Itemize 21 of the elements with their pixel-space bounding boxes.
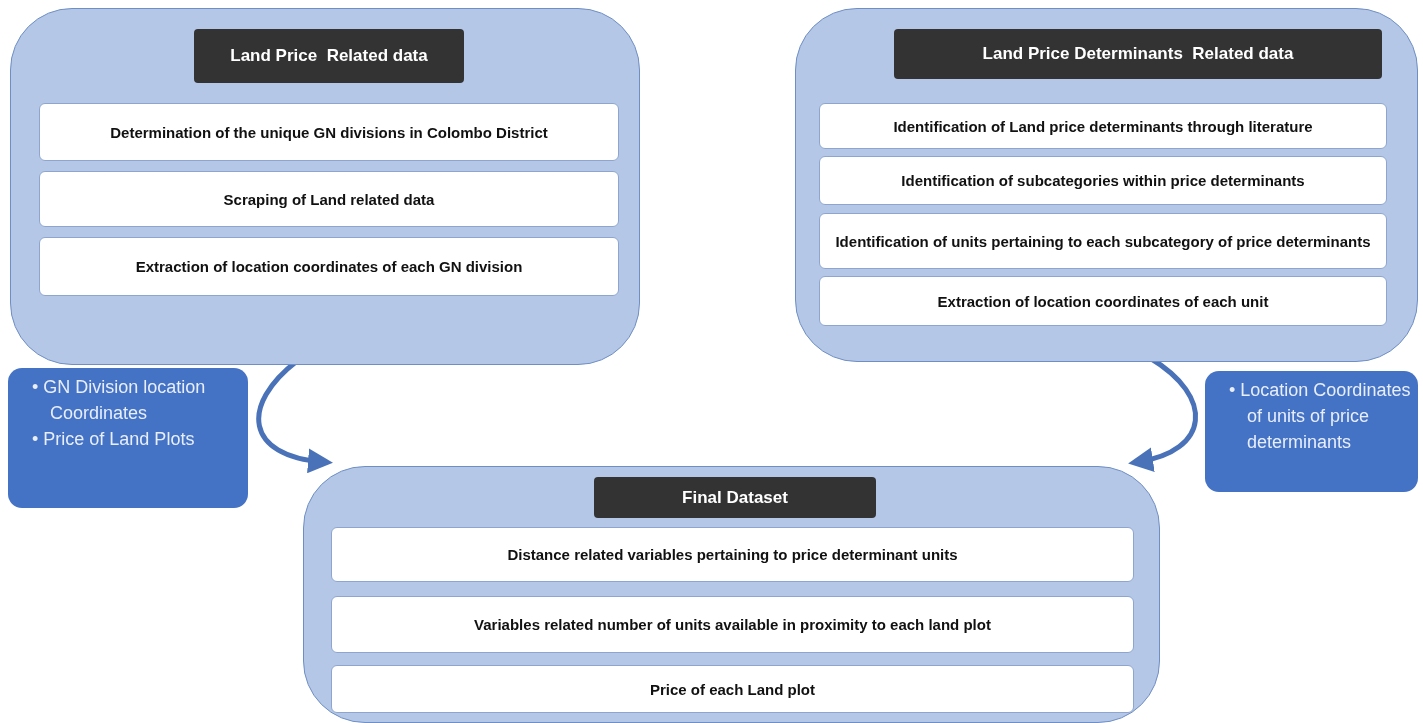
step-box: Identification of units pertaining to each subcategory of price determinants [819, 213, 1387, 269]
bullet-text: • GN Division location Coordinates [32, 376, 207, 426]
callout-box [8, 368, 248, 508]
bullet-text: • Location Coordinates of units of price determinants [1229, 379, 1412, 455]
step-box: Identification of subcategories within price determinants [819, 156, 1387, 205]
bullet-text: • Price of Land Plots [32, 428, 196, 452]
step-box: Distance related variables pertaining to price determinant units [331, 527, 1134, 582]
step-box: Extraction of location coordinates of each unit [819, 276, 1387, 326]
rounded-panel [795, 8, 1418, 362]
step-box: Identification of Land price determinants through literature [819, 103, 1387, 149]
step-box: Price of each Land plot [331, 665, 1134, 713]
heading-box: Final Dataset [594, 477, 876, 518]
heading-box: Land Price Determinants Related data [894, 29, 1382, 79]
step-box: Scraping of Land related data [39, 171, 619, 227]
callout-box [1205, 371, 1418, 492]
step-box: Extraction of location coordinates of each GN division [39, 237, 619, 296]
step-box: Determination of the unique GN divisions in Colombo District [39, 103, 619, 161]
rounded-panel [303, 466, 1160, 723]
rounded-panel [10, 8, 640, 365]
heading-box: Land Price Related data [194, 29, 464, 83]
step-box: Variables related number of units available in proximity to each land plot [331, 596, 1134, 653]
